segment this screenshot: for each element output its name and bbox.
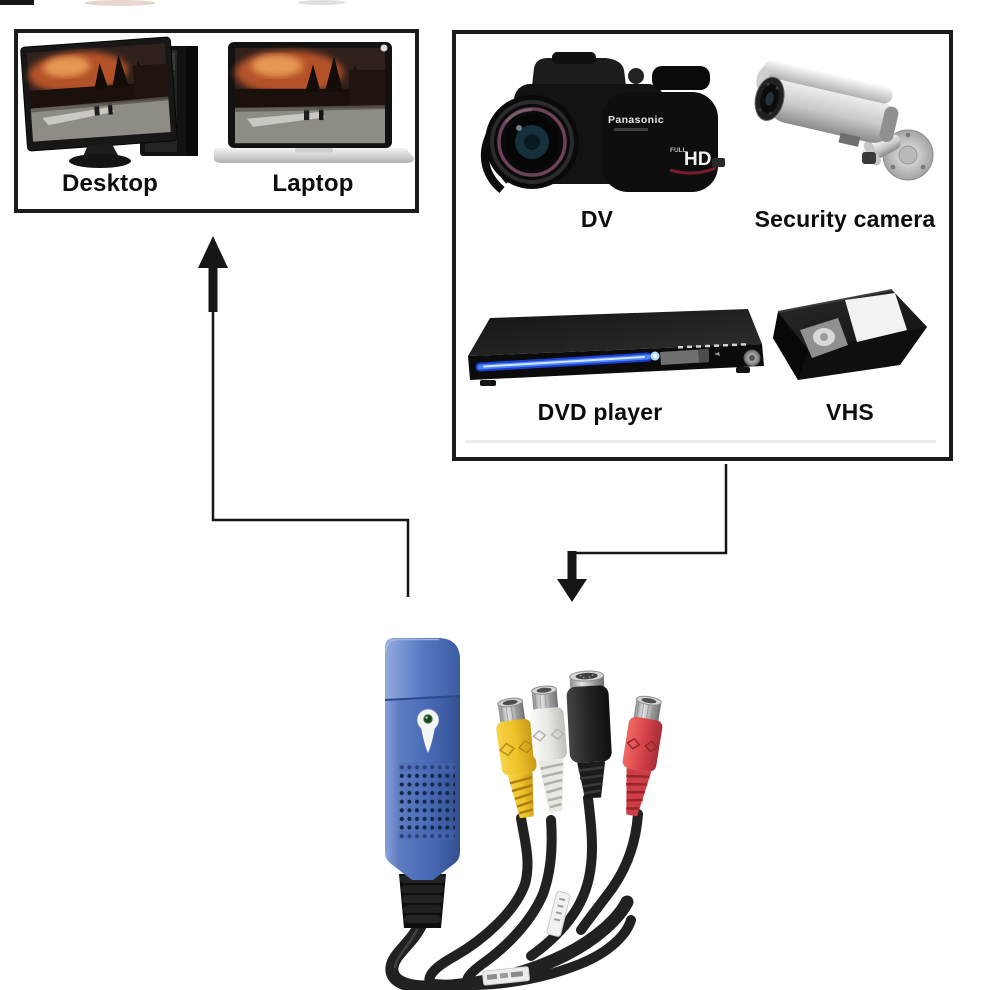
rca-video-plug-yellow <box>496 697 537 819</box>
monitor-base <box>69 154 131 168</box>
camcorder-brand-text: Panasonic <box>608 114 664 126</box>
dvd-player-label: DVD player <box>537 399 663 425</box>
usb-cap <box>385 638 460 700</box>
cable-wrap-label <box>482 966 530 986</box>
dvd-player-icon <box>468 309 764 386</box>
security-camera-label: Security camera <box>754 206 936 232</box>
cassette-label-window <box>845 293 907 342</box>
arrow-device-to-computers <box>198 236 410 597</box>
sources-illustration: Panasonic FULL HD <box>466 52 936 443</box>
led-indicator <box>417 709 439 753</box>
camcorder-hd-badge: HD <box>684 149 711 170</box>
vent-holes <box>398 763 455 840</box>
desktop-label: Desktop <box>61 170 159 197</box>
security-camera-icon <box>754 60 934 181</box>
laptop-label: Laptop <box>272 170 354 197</box>
photo-backdrop-line <box>466 440 936 443</box>
eject-mark <box>714 352 720 356</box>
laptop-icon <box>213 42 414 163</box>
camcorder-lens <box>485 95 579 189</box>
arrow-sources-to-device <box>557 464 728 602</box>
sun-hood <box>763 60 893 104</box>
vhs-cassette-icon <box>773 289 927 380</box>
desktop-computer-icon <box>20 36 178 168</box>
computers-box <box>14 29 419 213</box>
dv-label: DV <box>580 206 614 232</box>
bezel-glare <box>380 44 388 52</box>
device-body <box>384 638 461 880</box>
camcorder-full-badge: FULL <box>670 147 687 154</box>
rca-audio-left-plug-white <box>529 685 568 813</box>
vhs-label: VHS <box>826 399 874 425</box>
svideo-plug-black <box>566 670 612 799</box>
disc-tray-glow <box>475 351 660 372</box>
dv-camcorder-icon: Panasonic FULL HD <box>480 52 725 194</box>
viewfinder <box>652 66 710 90</box>
rca-audio-right-plug-red <box>622 695 663 817</box>
cable-bundle <box>385 793 643 990</box>
strain-relief <box>399 874 446 928</box>
computers-illustration <box>20 36 414 168</box>
cable-tag <box>546 891 571 937</box>
usb-capture-device <box>384 638 663 990</box>
laptop-base <box>213 148 414 163</box>
sources-box: Panasonic FULL HD <box>452 30 953 461</box>
front-buttons <box>678 343 746 349</box>
camera-body <box>754 60 899 147</box>
